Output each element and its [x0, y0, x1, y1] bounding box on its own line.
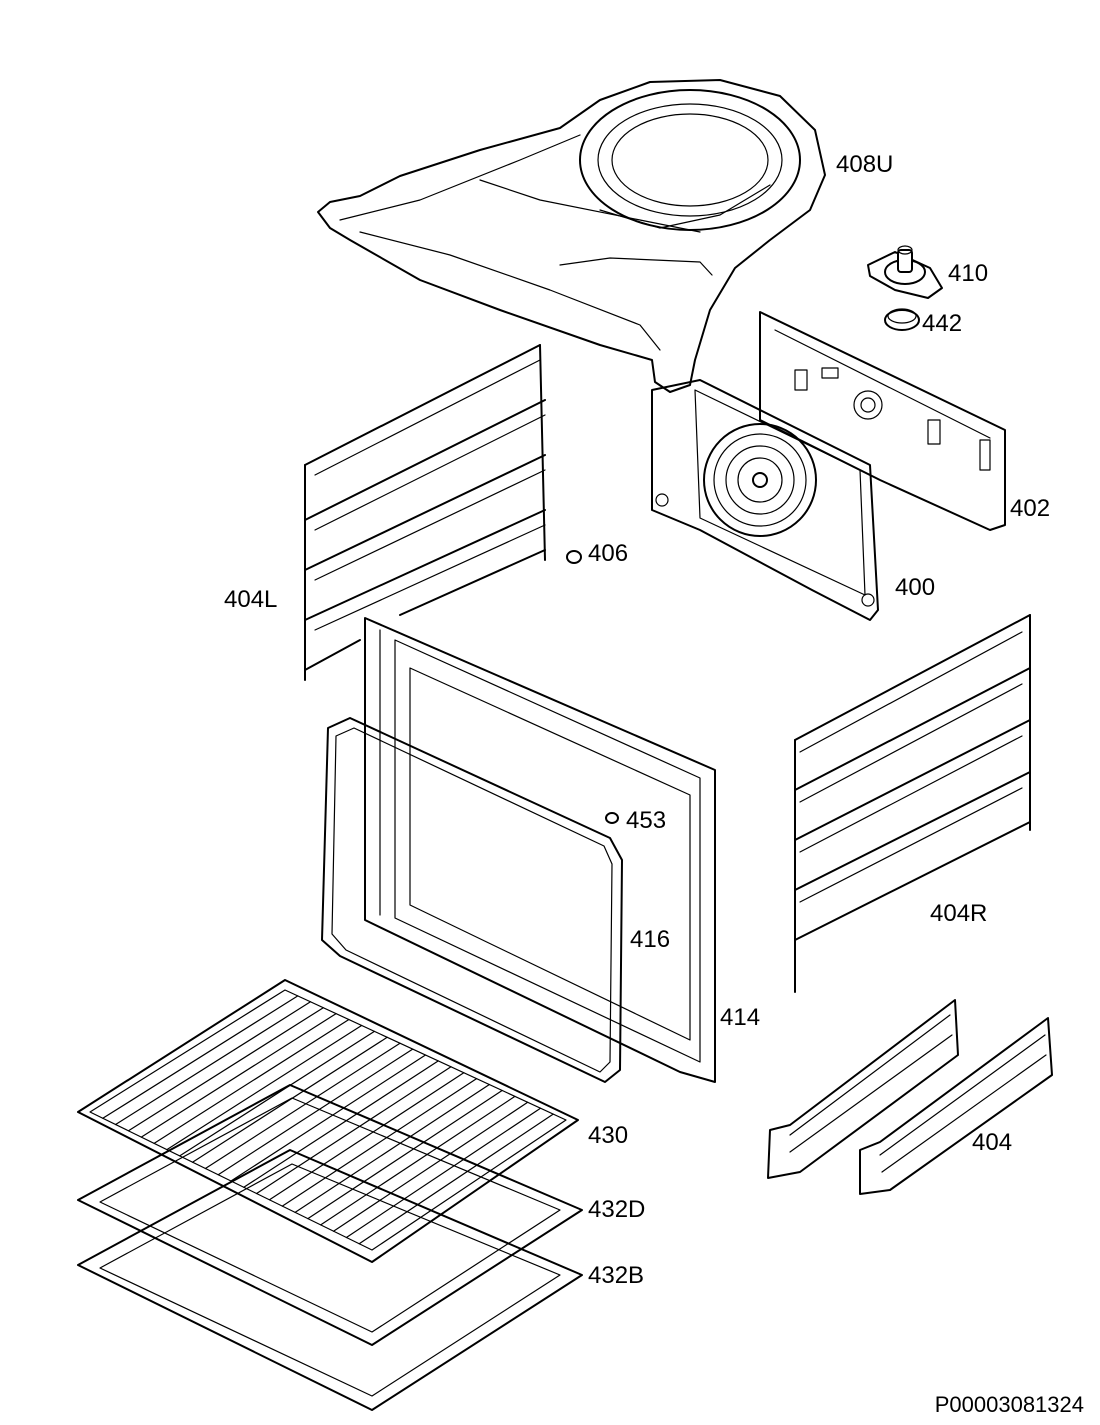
part-402-rear-panel	[759, 311, 1006, 531]
label-406: 406	[588, 540, 628, 567]
part-408U-top-cover	[317, 79, 826, 393]
label-404R: 404R	[930, 900, 987, 927]
part-453-screw	[605, 812, 619, 824]
label-430: 430	[588, 1122, 628, 1149]
part-414-cavity-frame	[364, 617, 716, 1083]
part-432D-deep-tray	[77, 1084, 583, 1346]
part-404L-left-rail	[304, 344, 546, 681]
label-414: 414	[720, 1004, 760, 1031]
part-430-wire-shelf	[77, 979, 579, 1263]
part-400-fan-cover	[651, 379, 879, 621]
part-442-washer	[884, 308, 920, 331]
part-410-fan-motor	[867, 245, 943, 299]
part-432B-baking-tray	[77, 1149, 583, 1411]
document-number: P00003081324	[935, 1392, 1084, 1417]
part-404-telescopic-runners	[767, 999, 1053, 1195]
label-402: 402	[1010, 495, 1050, 522]
part-404R-right-rail	[794, 614, 1031, 993]
label-442: 442	[922, 310, 962, 337]
label-432B: 432B	[588, 1262, 644, 1289]
label-404: 404	[972, 1129, 1012, 1156]
label-410: 410	[948, 260, 988, 287]
label-408U: 408U	[836, 151, 893, 178]
label-404L: 404L	[224, 586, 277, 613]
label-400: 400	[895, 574, 935, 601]
label-453: 453	[626, 807, 666, 834]
part-406-nut	[566, 550, 582, 564]
label-416: 416	[630, 926, 670, 953]
label-432D: 432D	[588, 1196, 645, 1223]
part-416-door-seal	[321, 717, 623, 1083]
